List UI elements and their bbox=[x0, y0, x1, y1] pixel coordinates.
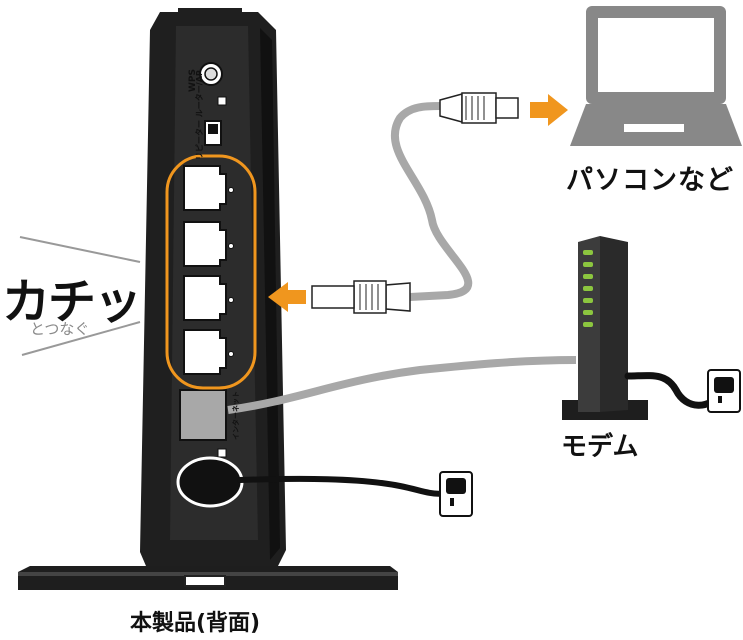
lan-ports bbox=[183, 165, 227, 375]
lan-highlight bbox=[165, 154, 257, 390]
power-plug bbox=[176, 456, 244, 508]
connect-label: とつなぐ bbox=[30, 320, 90, 338]
arrow-icon bbox=[268, 282, 306, 312]
lan-cable bbox=[390, 102, 473, 301]
modem-leds bbox=[583, 250, 593, 327]
click-deco-line-top bbox=[19, 236, 141, 263]
pc-label: パソコンなど bbox=[566, 165, 734, 196]
power-outlet-icon bbox=[439, 471, 473, 517]
wan-port-label: インターネット bbox=[232, 391, 240, 440]
mode-switch-label: リピーター ルーター/AP bbox=[195, 70, 204, 160]
click-sound-label: カチッ bbox=[2, 274, 142, 330]
arrow-icon bbox=[530, 94, 568, 126]
laptop-icon bbox=[570, 6, 742, 146]
lan-connector-icon bbox=[439, 92, 519, 124]
lan-connector-icon bbox=[311, 280, 411, 314]
modem-label: モデム bbox=[561, 432, 639, 462]
power-outlet-icon bbox=[707, 369, 741, 413]
click-deco-line-bottom bbox=[21, 321, 141, 356]
router-label: 本製品(背面) bbox=[130, 611, 261, 636]
wan-port bbox=[179, 389, 227, 441]
wan-cable bbox=[227, 356, 577, 414]
modem-icon bbox=[562, 236, 648, 420]
